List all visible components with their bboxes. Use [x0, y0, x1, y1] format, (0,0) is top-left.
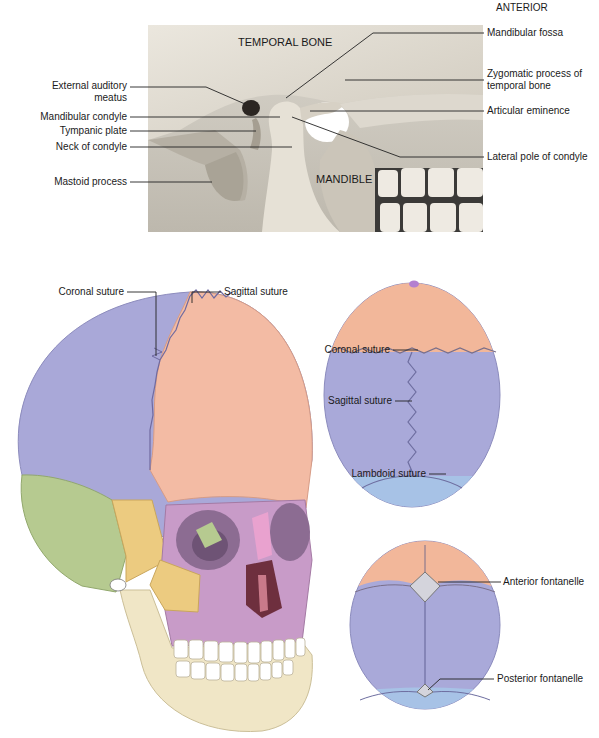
part-label: Neck of condyle: [18, 141, 127, 153]
infant-skull: [350, 540, 500, 712]
tmj-photo: [148, 25, 483, 232]
part-label: Lambdoid suture: [320, 468, 426, 480]
part-label: MANDIBLE: [316, 173, 406, 186]
part-label: Anterior fontanelle: [503, 576, 597, 588]
leader-lines: [127, 33, 501, 690]
part-label: TEMPORAL BONE: [238, 36, 348, 49]
part-label: Articular eminence: [487, 105, 593, 117]
skull-illustration: [18, 290, 312, 732]
part-label: Zygomatic process of temporal bone: [487, 68, 593, 92]
part-label: Lateral pole of condyle: [487, 151, 595, 163]
part-label: Mastoid process: [18, 176, 127, 188]
part-label: Mandibular condyle: [18, 111, 127, 123]
part-label: Coronal suture: [14, 286, 124, 298]
part-label: External auditory meatus: [28, 80, 127, 104]
part-label: Tympanic plate: [18, 125, 127, 137]
part-label: ANTERIOR: [496, 2, 576, 14]
part-label: Posterior fontanelle: [497, 673, 597, 685]
part-label: Sagittal suture: [290, 395, 392, 407]
part-label: Mandibular fossa: [487, 27, 595, 39]
part-label: Coronal suture: [290, 344, 390, 356]
part-label: Sagittal suture: [224, 286, 334, 298]
